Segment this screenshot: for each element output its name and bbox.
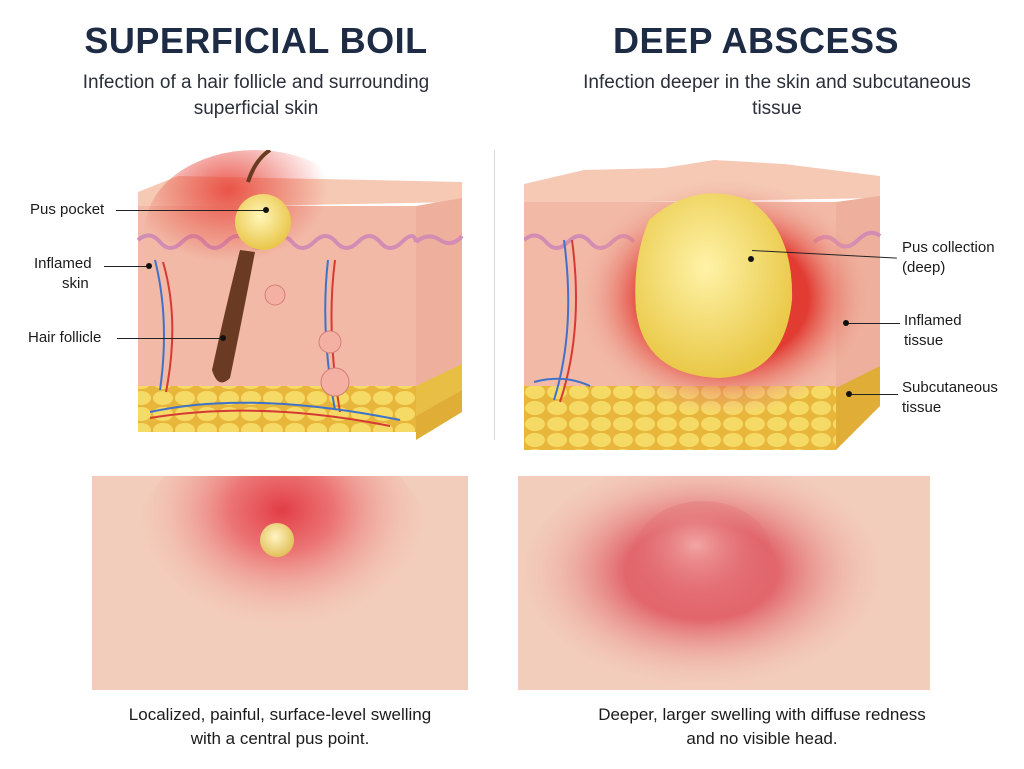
superficial-boil-photo (92, 476, 468, 690)
superficial-caption-line-1: Localized, painful, surface-level swelli… (128, 705, 432, 724)
subcutaneous-leader (850, 394, 898, 395)
pus-pocket-marker (263, 207, 269, 213)
pus-collection-label-2: (deep) (902, 259, 946, 276)
superficial-caption-line-2: with a central pus point. (190, 729, 370, 748)
inflamed-tissue-label-2: tissue (904, 332, 944, 349)
deep-abscess-subtitle: Infection deeper in the skin and subcuta… (583, 72, 971, 119)
superficial-boil-panel: SUPERFICIAL BOIL Infection of a hair fol… (28, 20, 470, 751)
subcutaneous-label-2: tissue (902, 399, 942, 416)
deep-caption-line-2: and no visible head. (686, 729, 838, 748)
deep-abscess-photo (518, 476, 930, 690)
hair-follicle-leader (117, 338, 222, 339)
inflamed-tissue-marker (843, 320, 849, 326)
inflamed-skin-label-1: Inflamed (34, 255, 92, 272)
hair-follicle-label: Hair follicle (28, 329, 102, 346)
superficial-boil-title: SUPERFICIAL BOIL (84, 20, 428, 61)
deep-abscess-title: DEEP ABSCESS (612, 20, 900, 61)
panel-divider (494, 150, 495, 440)
deep-abscess-panel: DEEP ABSCESS Infection deeper in the ski… (512, 0, 1024, 769)
pus-pocket-label: Pus pocket (30, 201, 105, 218)
pus-pocket-leader (116, 210, 266, 211)
subcutaneous-marker (846, 391, 852, 397)
inflamed-tissue-leader (846, 323, 900, 324)
pus-collection-marker (748, 256, 754, 262)
superficial-boil-cross-section (136, 150, 464, 440)
inflamed-skin-label-2: skin (62, 275, 89, 292)
superficial-boil-caption: Localized, painful, surface-level swelli… (90, 703, 470, 751)
hair-follicle-marker (220, 335, 226, 341)
deep-abscess-caption: Deeper, larger swelling with diffuse red… (552, 703, 972, 751)
inflamed-skin-leader (104, 266, 148, 267)
subcutaneous-label-1: Subcutaneous (902, 379, 998, 396)
superficial-boil-subtitle: Infection of a hair follicle and surroun… (82, 72, 430, 119)
inflamed-skin-marker (146, 263, 152, 269)
deep-abscess-cross-section (524, 160, 882, 450)
deep-caption-line-1: Deeper, larger swelling with diffuse red… (598, 705, 926, 724)
pus-collection-label-1: Pus collection (902, 239, 995, 256)
inflamed-tissue-label-1: Inflamed (904, 312, 962, 329)
